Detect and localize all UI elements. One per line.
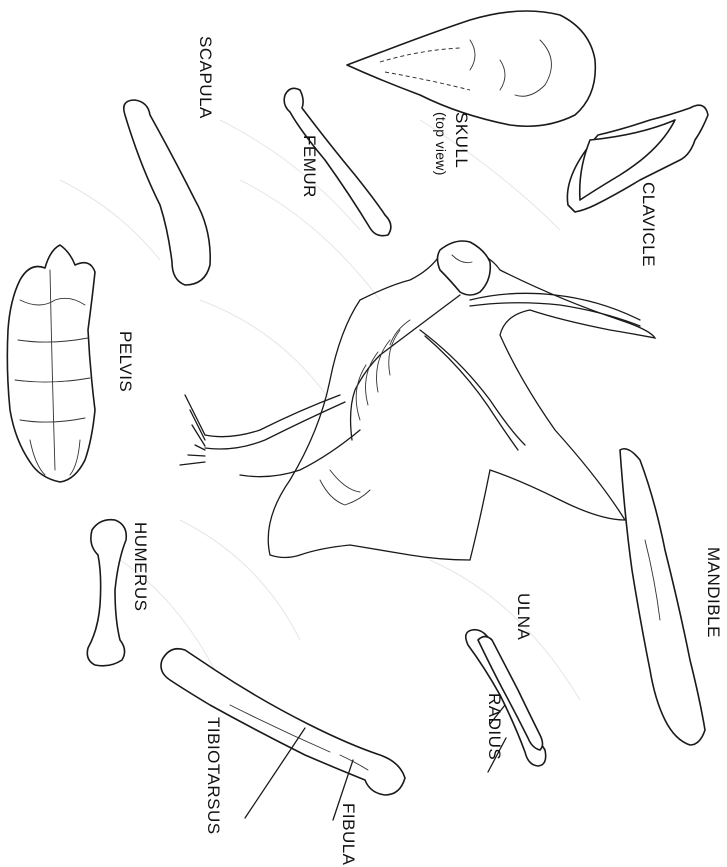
label-scapula: SCAPULA	[197, 36, 214, 119]
scapula-bone	[124, 100, 210, 285]
mandible-bone	[620, 449, 705, 745]
label-humerus: HUMERUS	[132, 522, 149, 611]
tibiotarsus-fibula-bones	[161, 649, 405, 795]
label-ulna: ULNA	[515, 593, 532, 640]
label-mandible: MANDIBLE	[705, 547, 722, 638]
bird-skeleton	[180, 241, 655, 560]
label-tibiotarsus: TIBIOTARSUS	[205, 717, 222, 835]
label-radius: RADIUS	[486, 693, 503, 760]
label-pelvis: PELVIS	[117, 331, 134, 392]
label-skull-note: (top view)	[434, 112, 448, 176]
label-skull: SKULL	[453, 112, 470, 168]
label-fibula: FIBULA	[340, 803, 357, 866]
pelvis-bone	[7, 245, 95, 482]
background-texture	[60, 120, 580, 700]
clavicle-bone	[567, 105, 708, 212]
ulna-radius-bones	[466, 630, 546, 766]
skull-bone	[347, 11, 595, 126]
label-clavicle: CLAVICLE	[640, 182, 657, 267]
label-femur: FEMUR	[301, 135, 318, 198]
humerus-bone	[87, 520, 126, 666]
